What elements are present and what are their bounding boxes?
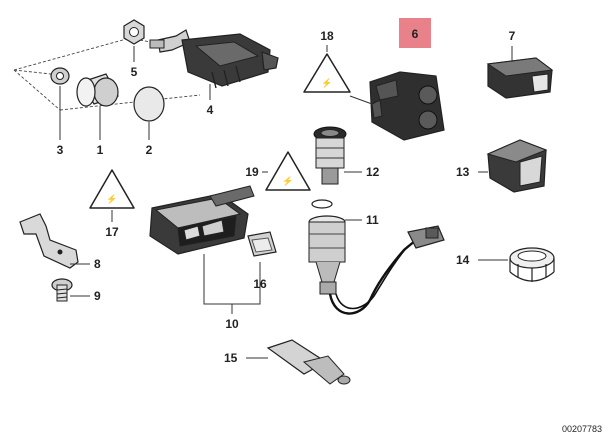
callout-10: 10 xyxy=(225,317,239,331)
part-13-switch xyxy=(486,139,548,193)
highlight-box xyxy=(399,18,431,48)
callout-19: 19 xyxy=(245,165,259,179)
part-10-mirror-switch xyxy=(149,185,255,255)
wire-harness xyxy=(328,225,445,315)
part-2-disc xyxy=(133,86,165,122)
part-14-ring xyxy=(509,247,555,282)
part-12-lighter xyxy=(313,126,347,185)
svg-text:⚡: ⚡ xyxy=(321,77,332,89)
callout-9: 9 xyxy=(94,289,101,303)
callout-15: 15 xyxy=(224,351,238,365)
callout-14: 14 xyxy=(456,253,470,267)
part-9-screw xyxy=(51,278,73,302)
part-5-nut xyxy=(123,19,145,45)
part-8-bracket xyxy=(19,213,79,269)
callout-12: 12 xyxy=(366,165,380,179)
leader-10 xyxy=(203,254,261,314)
svg-text:⚡: ⚡ xyxy=(282,175,293,187)
callout-1: 1 xyxy=(97,143,104,157)
part-16-cap xyxy=(247,231,277,257)
part-3-nut xyxy=(50,67,70,85)
callout-6: 6 xyxy=(412,27,419,41)
callout-7: 7 xyxy=(509,29,516,43)
callout-5: 5 xyxy=(131,65,138,79)
callout-18: 18 xyxy=(320,29,334,43)
part-7-switch xyxy=(486,57,554,99)
callout-3: 3 xyxy=(57,143,64,157)
part-11-socket xyxy=(308,199,346,295)
warning-triangle-icon: ⚡ xyxy=(265,151,311,191)
callout-4: 4 xyxy=(207,103,214,117)
callout-16: 16 xyxy=(253,277,267,291)
part-6-switch xyxy=(369,71,445,141)
part-1-button xyxy=(76,73,119,107)
callout-8: 8 xyxy=(94,257,101,271)
warning-triangle-icon: ⚡ xyxy=(303,53,351,93)
part-15-connector xyxy=(266,339,351,385)
part-4-switch xyxy=(149,29,279,89)
warning-triangle-icon: ⚡ xyxy=(89,169,135,209)
reference-code: 00207783 xyxy=(562,424,602,434)
callout-17: 17 xyxy=(105,225,119,239)
callout-11: 11 xyxy=(366,213,379,227)
leader-lines xyxy=(59,45,513,359)
callout-13: 13 xyxy=(456,165,470,179)
svg-text:⚡: ⚡ xyxy=(106,193,117,205)
callout-2: 2 xyxy=(146,143,153,157)
